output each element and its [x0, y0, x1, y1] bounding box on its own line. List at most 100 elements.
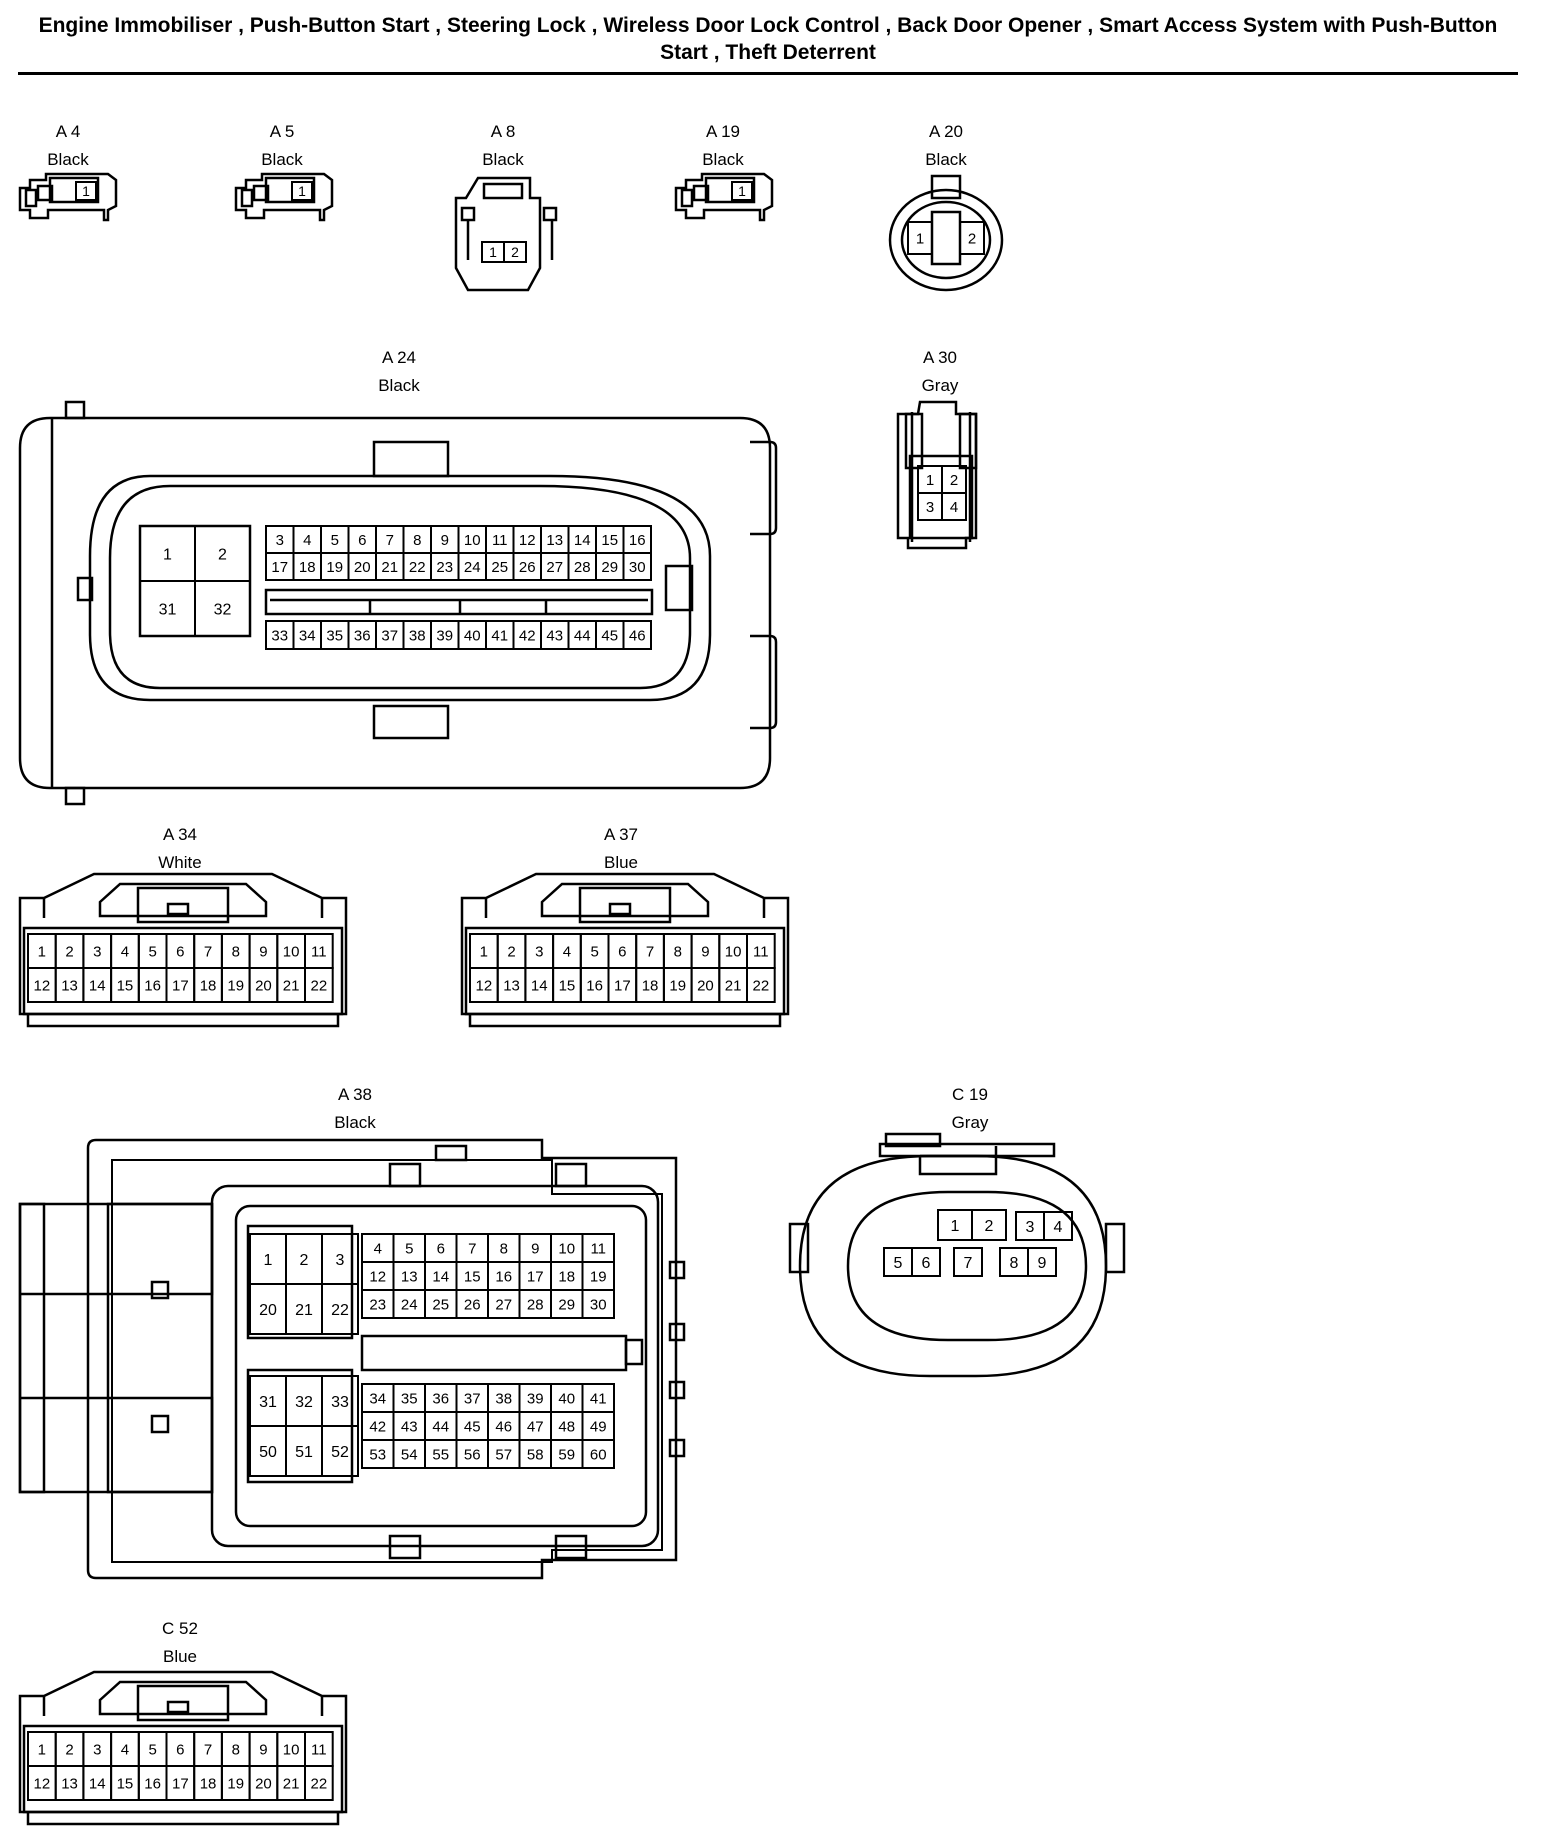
- pin-number: 13: [503, 977, 520, 994]
- pin-number: 9: [1038, 1255, 1047, 1272]
- pin-number: 11: [492, 532, 508, 549]
- pin-number: 2: [985, 1218, 994, 1235]
- pin-number: 33: [271, 627, 288, 644]
- pin-number: 2: [218, 546, 227, 563]
- pin-number: 20: [255, 977, 272, 994]
- pin-number: 21: [381, 559, 398, 576]
- pin-number: 58: [527, 1446, 544, 1463]
- pin-number: 17: [172, 977, 189, 994]
- pin-number: 20: [354, 559, 371, 576]
- pin-number: 30: [590, 1296, 607, 1313]
- pin-cavity: [1027, 1247, 1057, 1277]
- pin-number: 4: [374, 1240, 382, 1257]
- pin-number: 45: [464, 1418, 481, 1435]
- pin-number: 28: [574, 559, 591, 576]
- pin-number: 14: [531, 977, 548, 994]
- pin-cavity: [971, 1209, 1007, 1241]
- pin-number: 38: [409, 627, 426, 644]
- pin-number: 3: [276, 532, 284, 549]
- pin-number: 44: [432, 1418, 449, 1435]
- pin-cavity: [503, 241, 527, 263]
- pin-number: 6: [922, 1255, 931, 1272]
- pin-number: 37: [381, 627, 398, 644]
- pin-number: 35: [326, 627, 343, 644]
- pin-number: 12: [34, 977, 51, 994]
- pin-number: 22: [331, 1302, 349, 1319]
- pin-number: 5: [331, 532, 339, 549]
- pin-number: 7: [468, 1240, 476, 1257]
- pin-number: 45: [601, 627, 618, 644]
- pin-number: 20: [697, 977, 714, 994]
- pin-number: 31: [259, 1394, 277, 1411]
- pin-number: 22: [311, 1775, 328, 1792]
- pin-cavity: [959, 221, 985, 255]
- pin-number: 24: [464, 559, 481, 576]
- pin-number: 36: [432, 1390, 449, 1407]
- pin-number: 7: [386, 532, 394, 549]
- pin-number: 56: [464, 1446, 481, 1463]
- pin-number: 4: [303, 532, 311, 549]
- pin-number: 47: [527, 1418, 544, 1435]
- pin-number: 2: [507, 943, 515, 960]
- pin-number: 4: [1054, 1219, 1063, 1236]
- pin-number: 15: [464, 1268, 481, 1285]
- pin-number: 36: [354, 627, 371, 644]
- pin-number: 54: [401, 1446, 418, 1463]
- pin-cavity: [746, 967, 776, 1003]
- pin-number: 23: [369, 1296, 386, 1313]
- pin-number: 6: [437, 1240, 445, 1257]
- pin-number: 20: [255, 1775, 272, 1792]
- pin-number: 16: [144, 977, 161, 994]
- pin-number: 46: [629, 627, 646, 644]
- pin-number: 43: [401, 1418, 418, 1435]
- pin-number: 57: [495, 1446, 512, 1463]
- pin-number: 17: [172, 1775, 189, 1792]
- pin-cavity: [622, 620, 652, 650]
- pin-number: 1: [926, 472, 934, 489]
- pin-number: 9: [441, 532, 449, 549]
- pin-number: 34: [369, 1390, 386, 1407]
- pin-number: 38: [495, 1390, 512, 1407]
- pin-number: 1: [489, 244, 497, 260]
- pin-number: 32: [295, 1394, 313, 1411]
- pin-number: 1: [38, 1741, 46, 1758]
- pin-number: 14: [89, 1775, 106, 1792]
- pin-number: 29: [558, 1296, 575, 1313]
- pin-cavity: [291, 181, 313, 201]
- pin-number: 18: [642, 977, 659, 994]
- pin-number: 18: [200, 1775, 217, 1792]
- pin-number: 33: [331, 1394, 349, 1411]
- pin-number: 8: [413, 532, 421, 549]
- pin-number: 21: [725, 977, 742, 994]
- pin-number: 3: [336, 1252, 345, 1269]
- pin-cavity: [194, 580, 251, 637]
- pin-number: 32: [214, 601, 232, 618]
- pin-number: 8: [232, 1741, 240, 1758]
- pin-cavity: [731, 181, 753, 201]
- pin-number: 10: [283, 943, 300, 960]
- pin-number: 1: [916, 230, 924, 247]
- pin-number: 3: [926, 499, 934, 516]
- pin-number: 11: [311, 1741, 327, 1758]
- pin-number: 19: [326, 559, 343, 576]
- pin-number: 6: [618, 943, 626, 960]
- pin-number: 11: [753, 943, 769, 960]
- pin-number: 13: [61, 977, 78, 994]
- pin-number: 9: [531, 1240, 539, 1257]
- pin-number: 10: [558, 1240, 575, 1257]
- pin-number: 48: [558, 1418, 575, 1435]
- pin-number: 2: [950, 472, 958, 489]
- pin-number: 26: [464, 1296, 481, 1313]
- pin-number: 22: [311, 977, 328, 994]
- pin-number: 43: [546, 627, 563, 644]
- pin-number: 16: [144, 1775, 161, 1792]
- pin-number: 16: [629, 532, 646, 549]
- pin-number: 17: [271, 559, 288, 576]
